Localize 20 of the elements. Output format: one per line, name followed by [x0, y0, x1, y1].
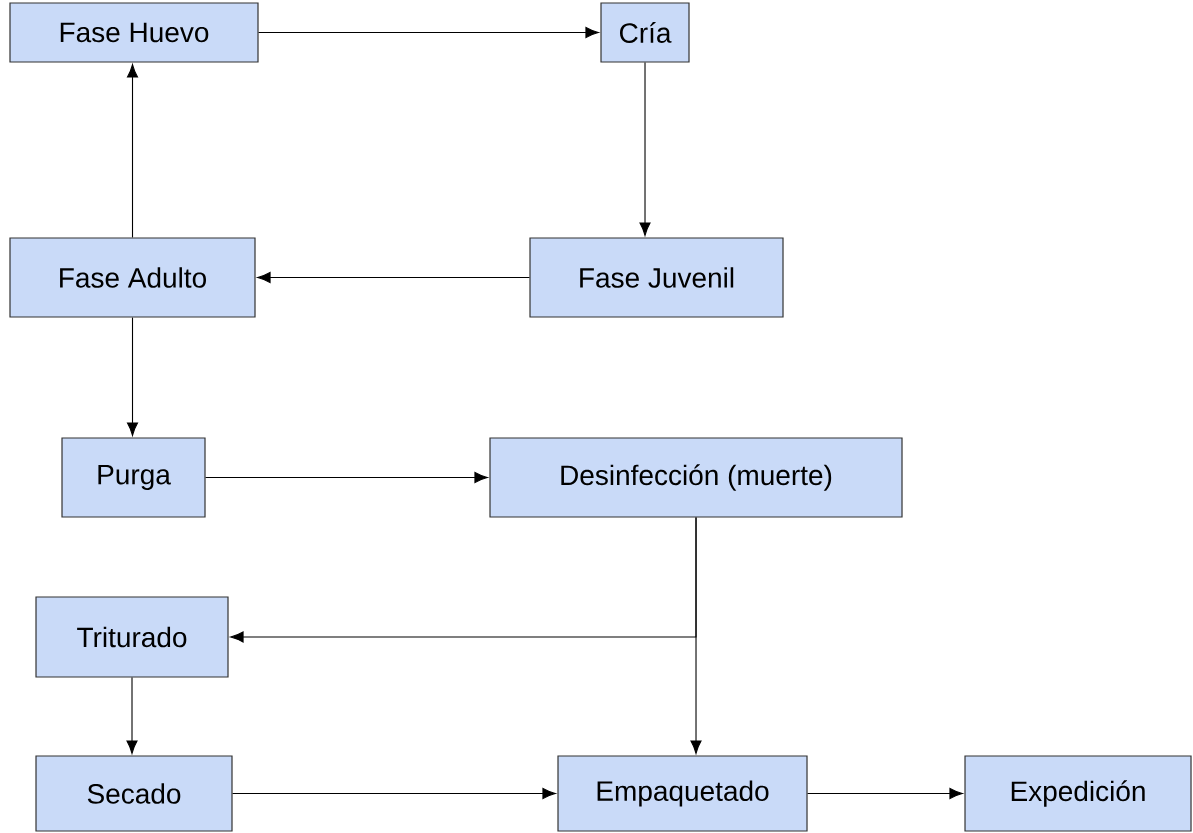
- arrow: [126, 317, 139, 436]
- arrow: [126, 677, 138, 754]
- arrow: [232, 787, 556, 800]
- process-box: Triturado: [35, 596, 229, 678]
- arrow: [807, 787, 963, 800]
- process-box: Purga: [61, 437, 206, 518]
- arrow: [690, 517, 702, 754]
- process-box: Fase Adulto: [9, 237, 256, 318]
- process-box: Fase Huevo: [9, 2, 259, 63]
- arrow: [257, 271, 530, 284]
- process-box: Cría: [600, 2, 690, 63]
- arrow: [258, 26, 599, 39]
- process-box: Expedición: [964, 755, 1192, 832]
- arrow: [126, 64, 139, 238]
- process-box: Empaquetado: [557, 755, 808, 832]
- arrow: [205, 471, 488, 484]
- process-box: Fase Juvenil: [529, 237, 784, 318]
- arrow: [639, 62, 651, 236]
- process-box: Desinfección (muerte): [489, 437, 903, 518]
- process-box: Secado: [35, 755, 233, 832]
